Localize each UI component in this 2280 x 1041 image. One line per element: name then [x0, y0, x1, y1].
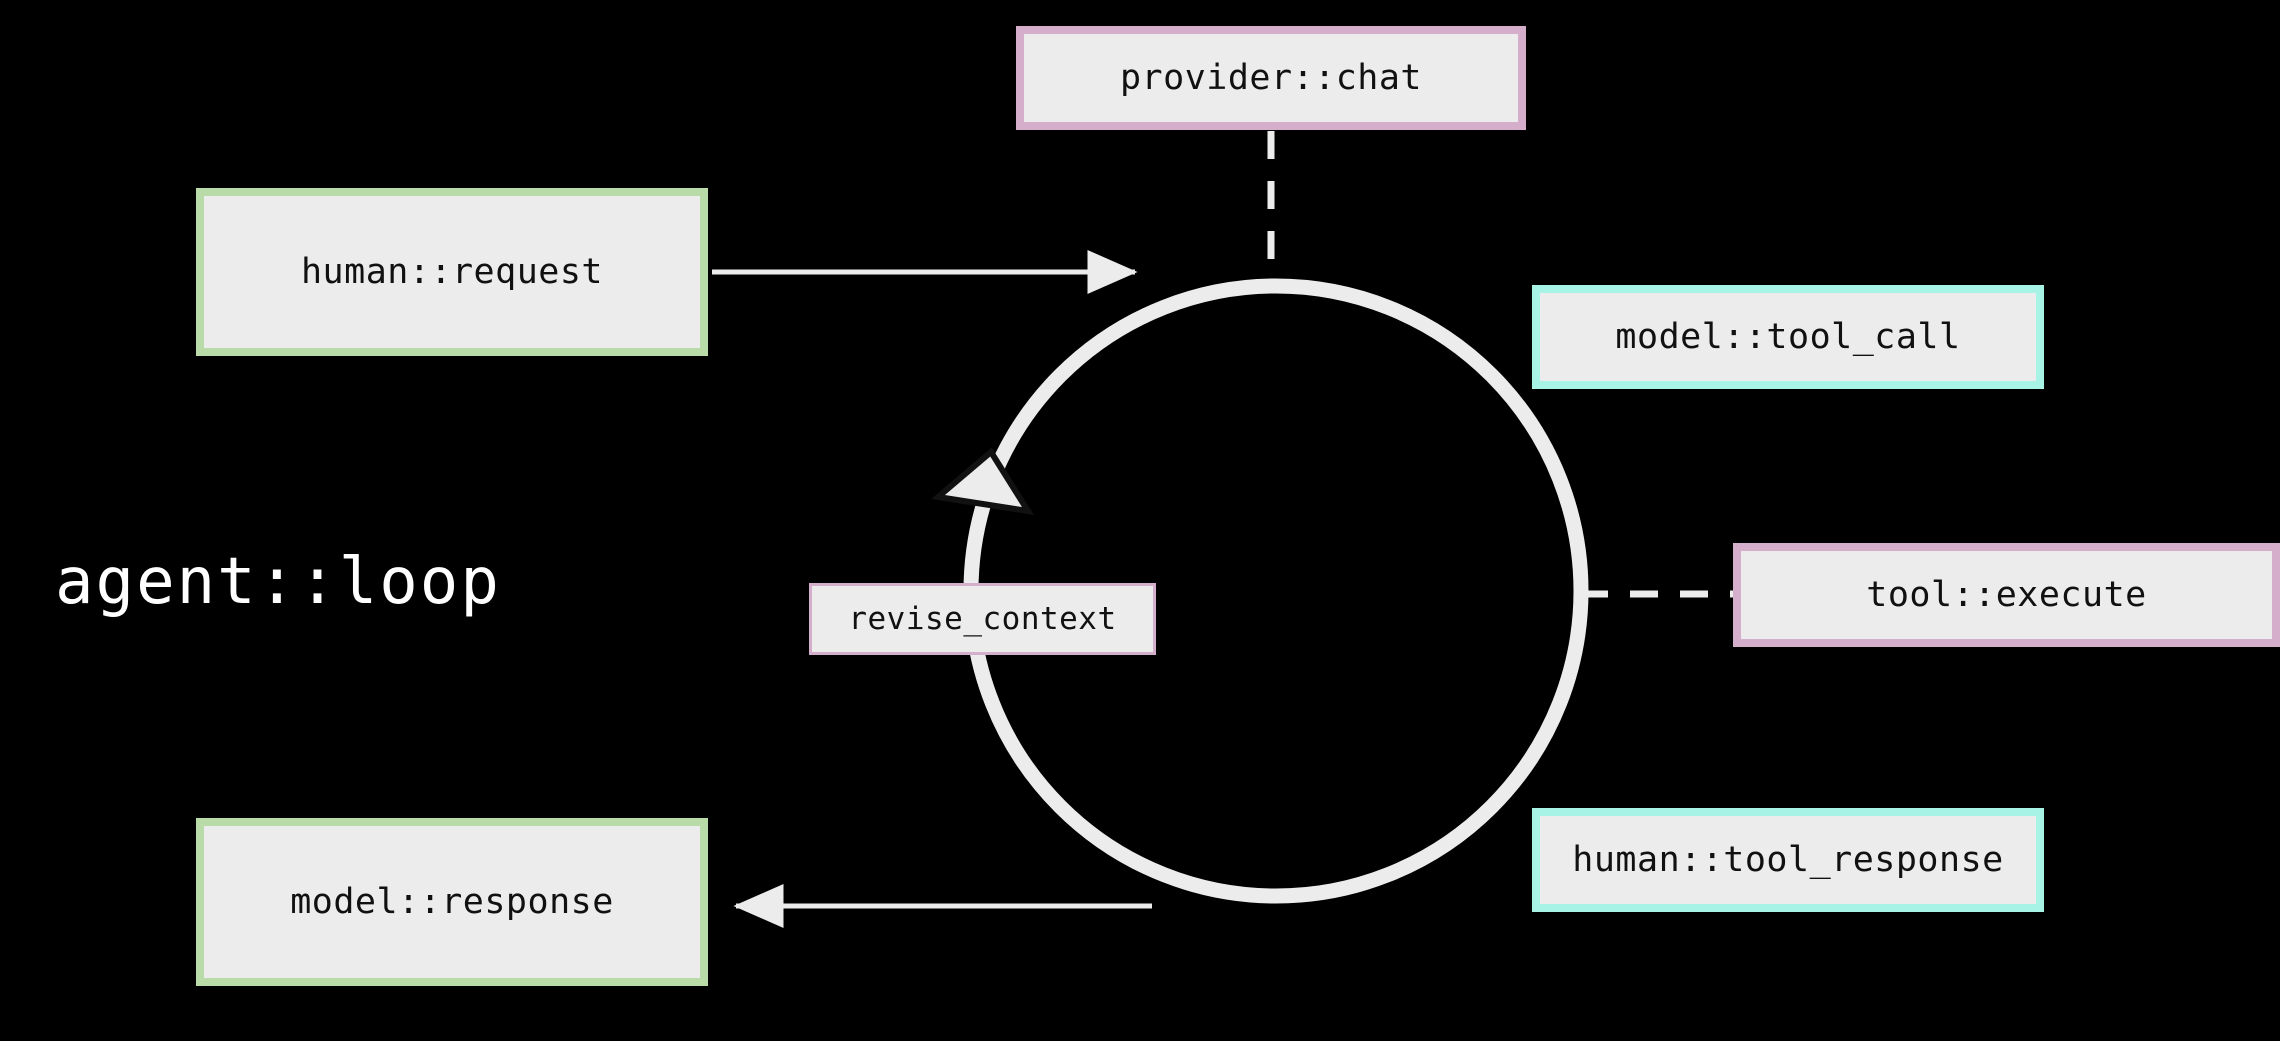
node-human-tool-response[interactable]: human::tool_response — [1532, 808, 2044, 912]
node-provider-chat[interactable]: provider::chat — [1016, 26, 1526, 130]
node-human-request[interactable]: human::request — [196, 188, 708, 356]
diagram-title: agent::loop — [55, 545, 501, 619]
node-human-request-label: human::request — [300, 252, 603, 292]
node-model-response[interactable]: model::response — [196, 818, 708, 986]
edge-label-revise-context-text: revise_context — [848, 601, 1117, 637]
node-model-response-label: model::response — [290, 882, 614, 922]
edge-label-revise-context[interactable]: revise_context — [809, 583, 1156, 655]
node-tool-execute-label: tool::execute — [1866, 575, 2147, 615]
node-provider-chat-label: provider::chat — [1119, 58, 1422, 98]
node-human-tool-response-label: human::tool_response — [1572, 840, 2004, 880]
node-model-tool-call-label: model::tool_call — [1615, 317, 1961, 357]
node-model-tool-call[interactable]: model::tool_call — [1532, 285, 2044, 389]
loop-cycle-arrowhead — [931, 447, 1035, 515]
node-tool-execute[interactable]: tool::execute — [1733, 543, 2280, 647]
